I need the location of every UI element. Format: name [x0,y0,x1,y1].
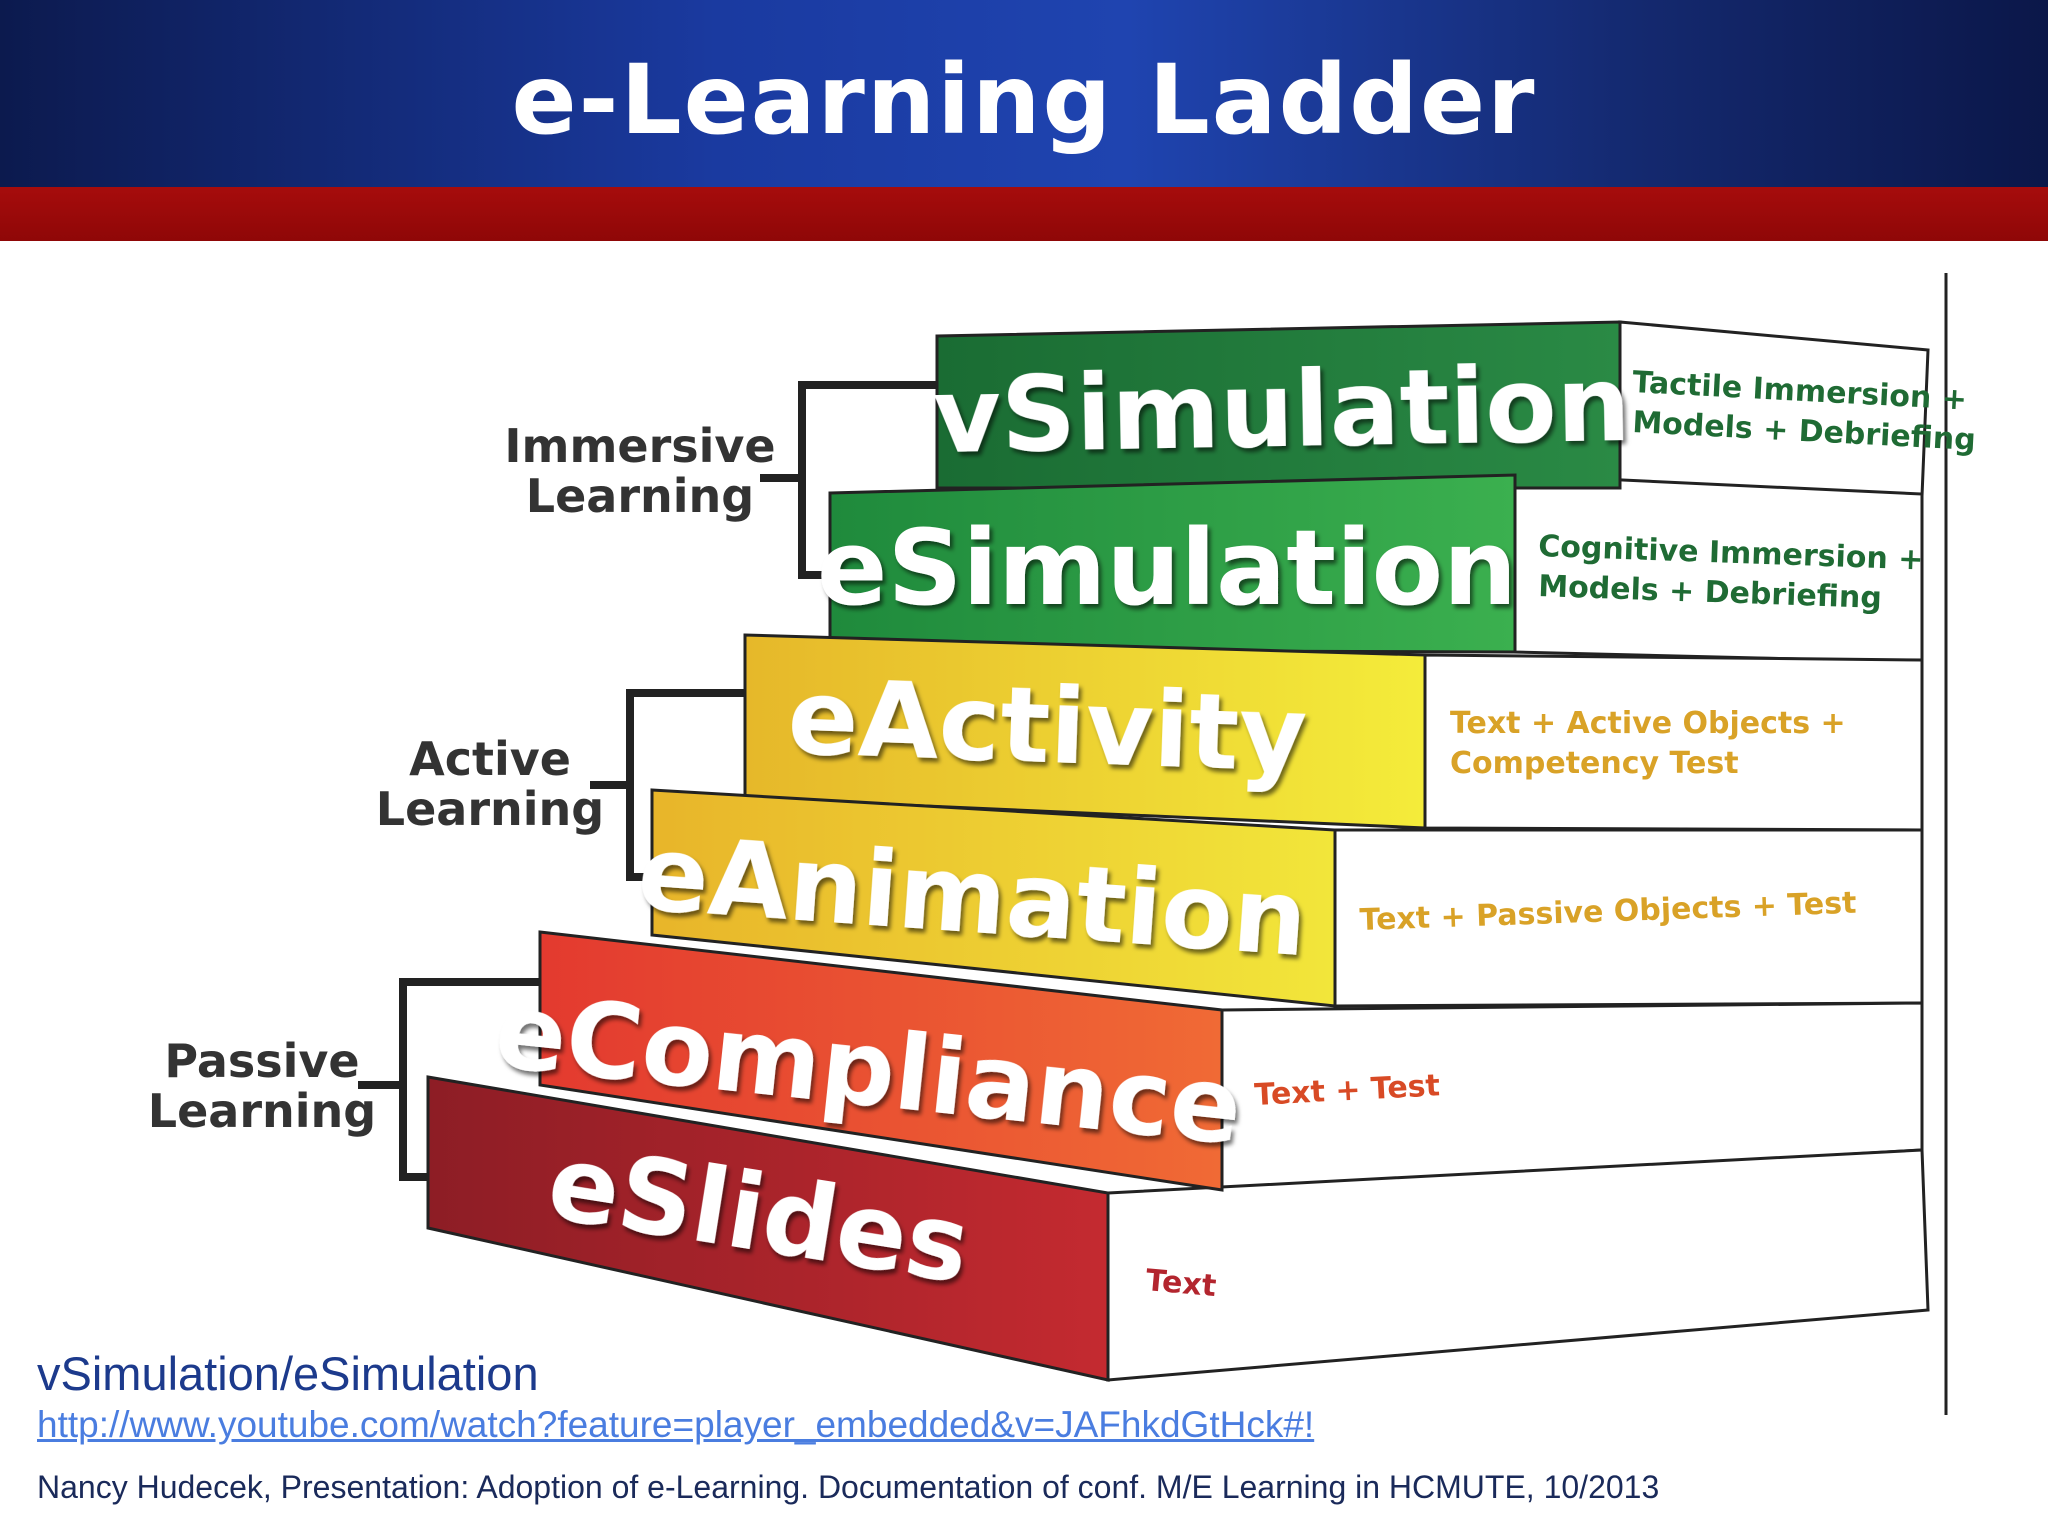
step-panels [1106,320,1930,1382]
video-link[interactable]: http://www.youtube.com/watch?feature=pla… [37,1404,1315,1445]
red-accent-band [0,187,2048,241]
group-label-immersive-2: Learning [526,469,754,523]
group-label-active-2: Learning [376,782,604,836]
caption-title: vSimulation/eSimulation [37,1347,539,1400]
step-label-esimulation: eSimulation [817,507,1517,629]
title-bar [0,0,2048,187]
group-label-passive-1: Passive [164,1034,359,1088]
step-label-vsimulation: vSimulation [932,343,1631,477]
step-desc-eactivity-2: Competency Test [1450,746,1739,781]
step-vsimulation-block [935,320,1622,490]
bracket-passive [358,978,540,1181]
step-ecompliance-block [538,930,1224,1192]
step-esimulation-block [828,473,1517,654]
group-label-active-1: Active [409,732,571,786]
colored-steps [426,320,1622,1382]
bracket-active [590,689,745,881]
page-title: e-Learning Ladder [511,44,1537,156]
step-desc-eslides-1: Text [1144,1263,1217,1304]
step-desc-eactivity-1: Text + Active Objects + [1450,706,1846,741]
citation-text: Nancy Hudecek, Presentation: Adoption of… [37,1469,1660,1505]
step-eactivity-block [743,633,1427,830]
step-label-eactivity: eActivity [786,656,1309,796]
panel-eactivity [1423,653,1924,832]
group-brackets [358,381,937,1181]
group-label-immersive-1: Immersive [504,419,775,473]
group-label-passive-2: Learning [148,1084,376,1138]
bracket-immersive [760,381,937,579]
step-eanimation-block [650,788,1337,1008]
